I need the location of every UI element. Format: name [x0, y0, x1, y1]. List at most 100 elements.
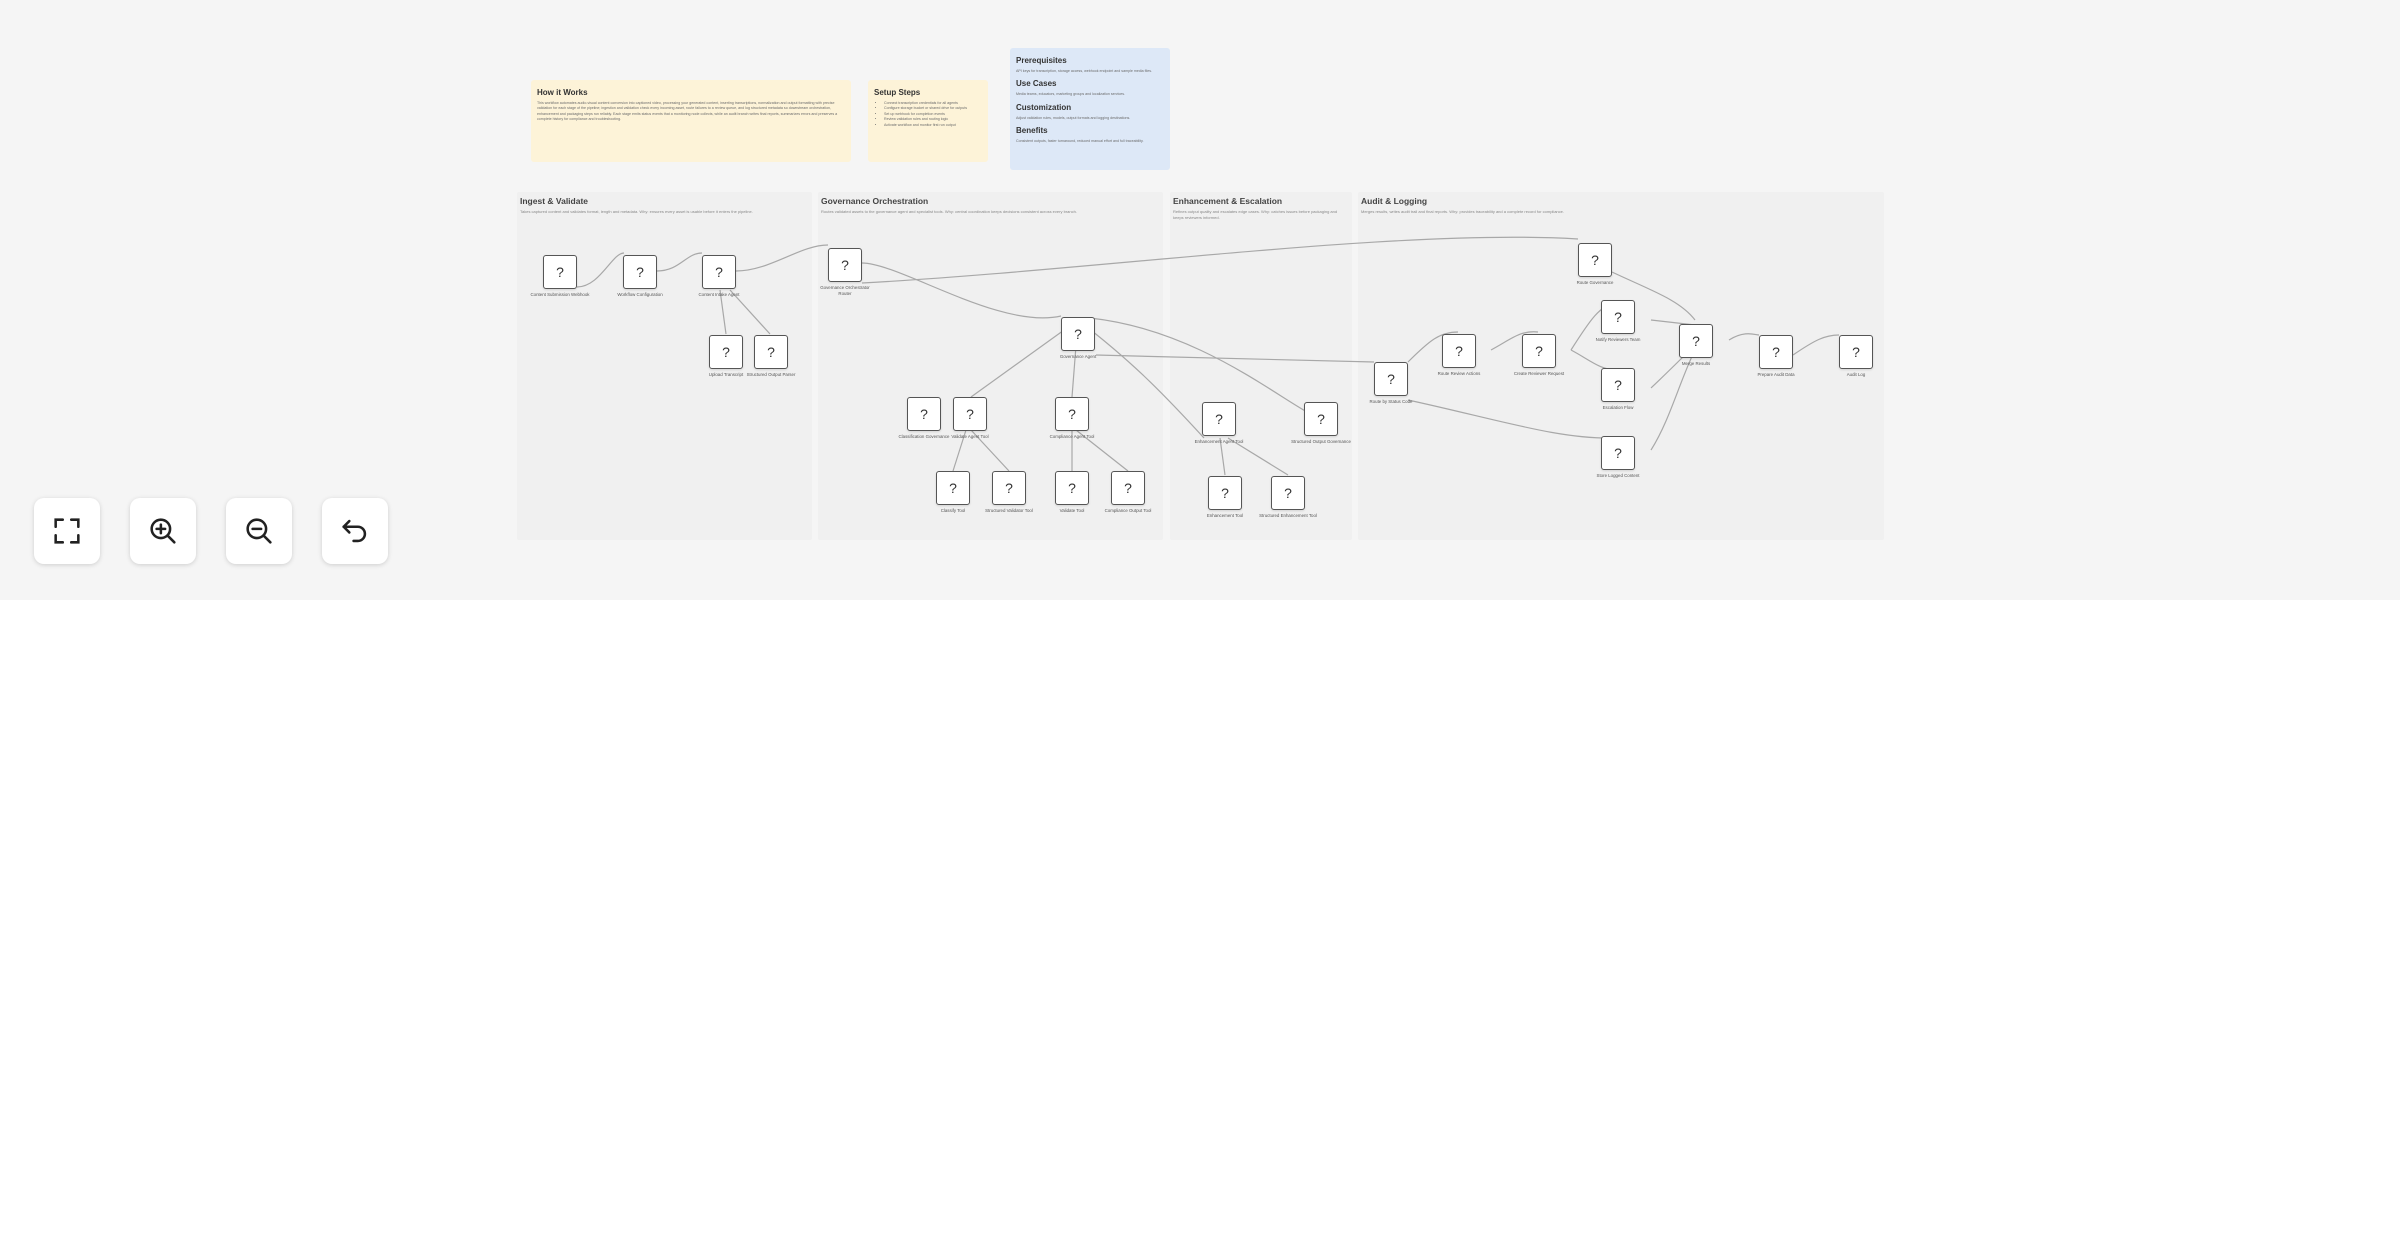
- setup-step: Review validation rules and routing logi…: [884, 117, 982, 122]
- node-escalation-flow[interactable]: ?: [1601, 368, 1635, 402]
- node-compliance-agent-tool[interactable]: ?: [1055, 397, 1089, 431]
- node-governance-orchestrator-router[interactable]: ?: [828, 248, 862, 282]
- node-label: Enhancement Tool: [1206, 513, 1244, 518]
- group-governance-orchestration[interactable]: [818, 192, 1163, 540]
- group-title: Ingest & Validate: [520, 196, 589, 206]
- connection: [861, 236, 1579, 284]
- group-description: Routes validated assets to the governanc…: [821, 209, 1077, 214]
- connection: [1650, 349, 1696, 451]
- connection: [1792, 334, 1840, 356]
- note-section-text: Media teams, educators, marketing groups…: [1016, 92, 1126, 97]
- node-audit-log[interactable]: ?: [1839, 335, 1873, 369]
- node-create-reviewer-request[interactable]: ?: [1522, 334, 1556, 368]
- node-store-logged-content[interactable]: ?: [1601, 436, 1635, 470]
- group-description: Takes captured content and validates for…: [520, 209, 753, 214]
- note-section-title: Use Cases: [1016, 79, 1057, 89]
- node-content-submission-webhook[interactable]: ?: [543, 255, 577, 289]
- node-structured-output-governance[interactable]: ?: [1304, 402, 1338, 436]
- node-route-by-status-code[interactable]: ?: [1374, 362, 1408, 396]
- setup-step: Connect transcription credentials for al…: [884, 101, 982, 106]
- node-route-governance[interactable]: ?: [1578, 243, 1612, 277]
- connection: [1570, 349, 1618, 371]
- group-description: Refines output quality and escalates edg…: [1173, 209, 1338, 220]
- node-label: Upload Transcript: [708, 372, 744, 377]
- note-section-title: Prerequisites: [1016, 56, 1067, 65]
- node-label: Escalation Flow: [1602, 405, 1634, 410]
- workflow-canvas[interactable]: How it Works This workflow automates aud…: [0, 0, 2400, 600]
- note-section-text: Consistent outputs, faster turnaround, r…: [1016, 139, 1144, 144]
- note-section-text: Adjust validation rules, models, output …: [1016, 115, 1131, 120]
- node-label: Structured Enhancement Tool: [1259, 513, 1317, 518]
- note-section-text: API keys for transcription, storage acce…: [1016, 69, 1153, 73]
- node-compliance-output-tool[interactable]: ?: [1111, 471, 1145, 505]
- connection: [576, 252, 625, 288]
- zoom-in-button[interactable]: [130, 498, 196, 564]
- node-content-intake-agent[interactable]: ?: [702, 255, 736, 289]
- group-title: Governance Orchestration: [821, 196, 929, 206]
- connection: [1611, 271, 1696, 321]
- node-structured-validator-tool[interactable]: ?: [992, 471, 1026, 505]
- note-text: This workflow automates audio-visual con…: [537, 101, 838, 122]
- setup-step: Configure storage bucket or shared drive…: [884, 106, 982, 111]
- node-upload-transcript[interactable]: ?: [709, 335, 743, 369]
- note-title: How it Works: [537, 88, 588, 97]
- node-structured-output-parser[interactable]: ?: [754, 335, 788, 369]
- node-label: Governance Orchestrator Router: [820, 285, 870, 296]
- node-label: Structured Output Parser: [746, 372, 796, 377]
- connection: [656, 252, 703, 272]
- node-label: Governance Agent: [1059, 354, 1097, 359]
- node-label: Validate Tool: [1059, 508, 1085, 513]
- node-classify-tool[interactable]: ?: [936, 471, 970, 505]
- group-title: Enhancement & Escalation: [1173, 196, 1283, 206]
- undo-button[interactable]: [322, 498, 388, 564]
- node-structured-enhancement-tool[interactable]: ?: [1271, 476, 1305, 510]
- node-validate-agent-tool[interactable]: ?: [953, 397, 987, 431]
- fit-view-button[interactable]: [34, 498, 100, 564]
- node-label: Classification Governance: [898, 434, 950, 439]
- node-label: Content Submission Webhook: [530, 292, 590, 297]
- zoom-out-icon: [246, 518, 272, 544]
- node-label: Notify Reviewers Team: [1595, 337, 1641, 342]
- node-label: Prepare Audit Data: [1757, 372, 1795, 377]
- node-governance-agent[interactable]: ?: [1061, 317, 1095, 351]
- connection: [970, 319, 1079, 398]
- node-label: Workflow Configuration: [617, 292, 663, 297]
- node-enhancement-agent-tool[interactable]: ?: [1202, 402, 1236, 436]
- node-enhancement-tool[interactable]: ?: [1208, 476, 1242, 510]
- note-setup-steps[interactable]: Setup Steps Connect transcription creden…: [868, 80, 988, 162]
- setup-step: Activate workflow and monitor first run …: [884, 123, 982, 128]
- node-label: Compliance Agent Tool: [1049, 434, 1095, 439]
- node-classification-governance[interactable]: ?: [907, 397, 941, 431]
- node-label: Route by Status Code: [1369, 399, 1413, 404]
- undo-icon: [342, 519, 367, 543]
- node-workflow-configuration[interactable]: ?: [623, 255, 657, 289]
- setup-steps-list: Connect transcription credentials for al…: [874, 101, 982, 128]
- connection-lines: [576, 236, 1840, 476]
- setup-step: Set up webhook for completion events: [884, 112, 982, 117]
- node-label: Enhancement Agent Tool: [1194, 439, 1244, 444]
- note-title: Setup Steps: [874, 88, 921, 97]
- connection: [1077, 319, 1205, 439]
- connection: [970, 429, 1010, 472]
- note-info[interactable]: Prerequisites API keys for transcription…: [1010, 48, 1170, 170]
- node-label: Route Review Actions: [1437, 371, 1481, 376]
- node-label: Audit Log: [1846, 372, 1866, 377]
- node-label: Validate Agent Tool: [951, 434, 989, 439]
- group-description: Merges results, writes audit trail and f…: [1361, 209, 1564, 214]
- connection: [735, 244, 829, 272]
- note-how-it-works[interactable]: How it Works This workflow automates aud…: [531, 80, 851, 162]
- node-label: Structured Output Governance: [1291, 439, 1351, 444]
- node-label: Create Reviewer Request: [1513, 371, 1565, 376]
- node-validate-tool[interactable]: ?: [1055, 471, 1089, 505]
- node-notify-reviewers-team[interactable]: ?: [1601, 300, 1635, 334]
- connection: [1089, 317, 1319, 419]
- connection: [1219, 437, 1226, 476]
- connection: [1075, 429, 1129, 472]
- zoom-out-button[interactable]: [226, 498, 292, 564]
- node-route-review-actions[interactable]: ?: [1442, 334, 1476, 368]
- connection: [729, 289, 771, 335]
- zoom-in-icon: [150, 518, 176, 544]
- node-label: Content Intake Agent: [698, 292, 740, 297]
- node-merge-results[interactable]: ?: [1679, 324, 1713, 358]
- node-prepare-audit-data[interactable]: ?: [1759, 335, 1793, 369]
